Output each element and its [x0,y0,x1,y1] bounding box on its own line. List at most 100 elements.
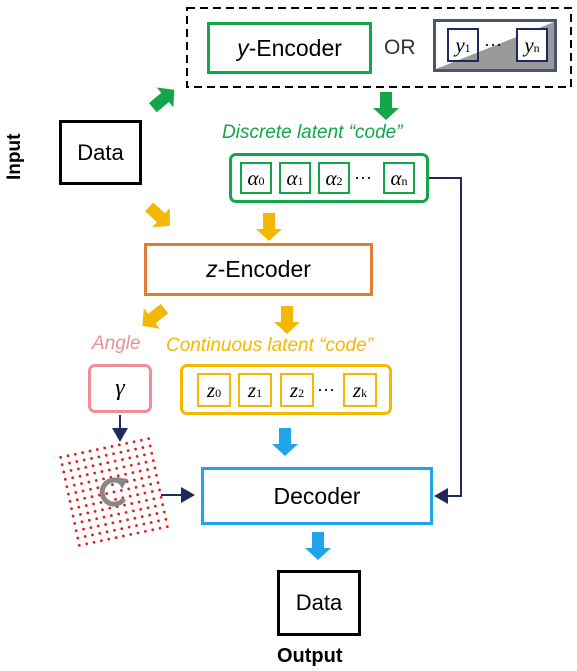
grid-dot [86,511,90,515]
grid-dot [161,503,165,507]
grid-dot [145,499,148,502]
grid-dot [117,512,121,516]
z-encoder-suffix: -Encoder [217,256,311,282]
grid-dot [71,514,75,518]
grid-dot [143,529,147,533]
angle-title: Angle [92,333,141,354]
grid-dot [118,519,122,523]
grid-dot [99,462,102,466]
data-input-box: Data [59,120,142,185]
grid-dot [124,472,127,476]
grid-dot [91,464,95,468]
y-encoder-box: y-Encoder [207,22,372,74]
grid-dot [85,473,89,477]
grid-dot [76,536,80,540]
grid-dot [68,499,72,503]
grid-dot [121,458,124,461]
grid-dot [68,461,71,465]
grid-dot [139,438,143,442]
y-encoder-var: y [237,34,249,61]
grid-dot [72,483,76,487]
discrete-code-panel [229,153,429,203]
grid-dot [101,508,104,512]
grid-dot [69,469,73,472]
grid-dot [115,467,119,470]
grid-dot [62,470,66,474]
grid-dot [103,446,107,450]
grid-dot [94,479,98,482]
grid-dot [84,504,88,507]
grid-dot [146,468,149,471]
grid-dot [63,477,67,481]
grid-dot [100,470,104,473]
grid-dot [80,520,84,524]
grid-dot [135,524,138,527]
grid-dot [156,481,160,485]
grid-dot [73,452,77,456]
data-input-label: Data [77,139,124,165]
arrow-data-to-z-encoder [145,202,170,228]
grid-dot [147,475,151,479]
grid-dot [139,507,143,511]
grid-dot [151,528,155,532]
grid-dot [131,471,135,475]
grid-dot [87,518,91,522]
grid-dot [136,531,140,535]
grid-dot [158,526,162,530]
grid-dot [108,506,112,510]
grid-dot [135,455,139,458]
grid-dot [128,456,132,460]
grid-dot [90,495,94,499]
grid-dot [119,489,123,492]
grid-dot [102,477,105,481]
grid-dot [125,441,129,445]
input-label: Input [4,133,25,180]
grid-dot [95,448,99,451]
grid-dot [126,449,130,453]
arrow-continuous-to-decoder [272,428,298,456]
grid-dot [138,469,142,473]
grid-dot [106,461,110,465]
grid-dot [109,514,113,517]
y-encoder-frame [186,7,572,88]
grid-dot [77,505,81,509]
grid-dot [85,542,89,546]
grid-dot [164,517,168,521]
grid-dot [162,510,166,514]
grid-dot [111,483,114,487]
grid-dot [147,437,151,441]
grid-dot [116,474,120,478]
grid-dot [121,534,125,538]
grid-dot [141,484,145,488]
grid-dot [107,537,111,541]
grid-dot [67,492,70,496]
grid-dot [134,485,138,489]
grid-dot [150,451,154,455]
z-encoder-var: z [206,256,218,282]
grid-dot [153,504,157,508]
grid-dot [149,482,153,486]
grid-dot [83,535,87,538]
grid-dot [97,455,101,459]
grid-dot [124,511,128,514]
data-output-label: Data [295,590,343,615]
grid-dot [137,500,141,504]
grid-dot [144,460,148,464]
grid-dot [78,474,82,478]
grid-dot [149,521,153,524]
angle-box: γ [88,364,152,413]
grid-dot [73,521,77,525]
arrow-z-encoder-to-angle [142,303,169,329]
grid-dot [104,453,108,457]
grid-dot [107,468,111,472]
grid-dot [133,516,137,520]
